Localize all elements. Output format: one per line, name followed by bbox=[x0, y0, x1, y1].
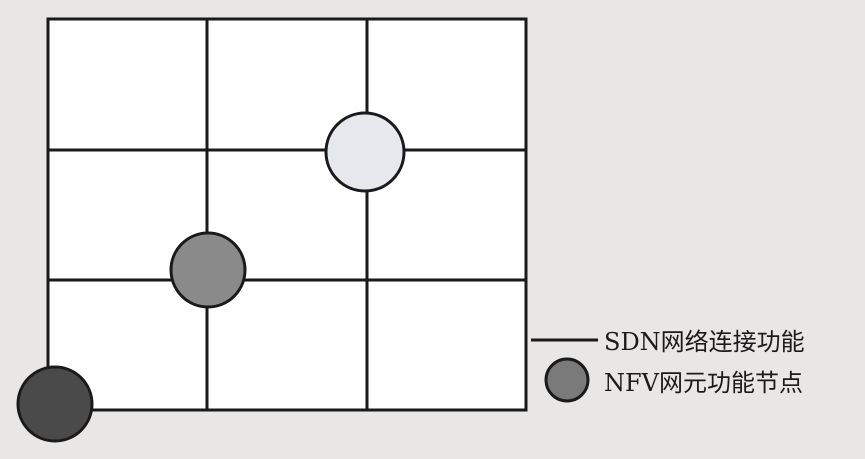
node-dark bbox=[16, 365, 94, 443]
legend-node-icon bbox=[544, 357, 590, 403]
node-gray bbox=[169, 231, 247, 309]
legend-node-label: NFV网元功能节点 bbox=[604, 369, 803, 397]
grid-frame bbox=[46, 17, 528, 412]
legend-link-label: SDN网络连接功能 bbox=[604, 328, 805, 356]
node-light bbox=[324, 111, 406, 193]
